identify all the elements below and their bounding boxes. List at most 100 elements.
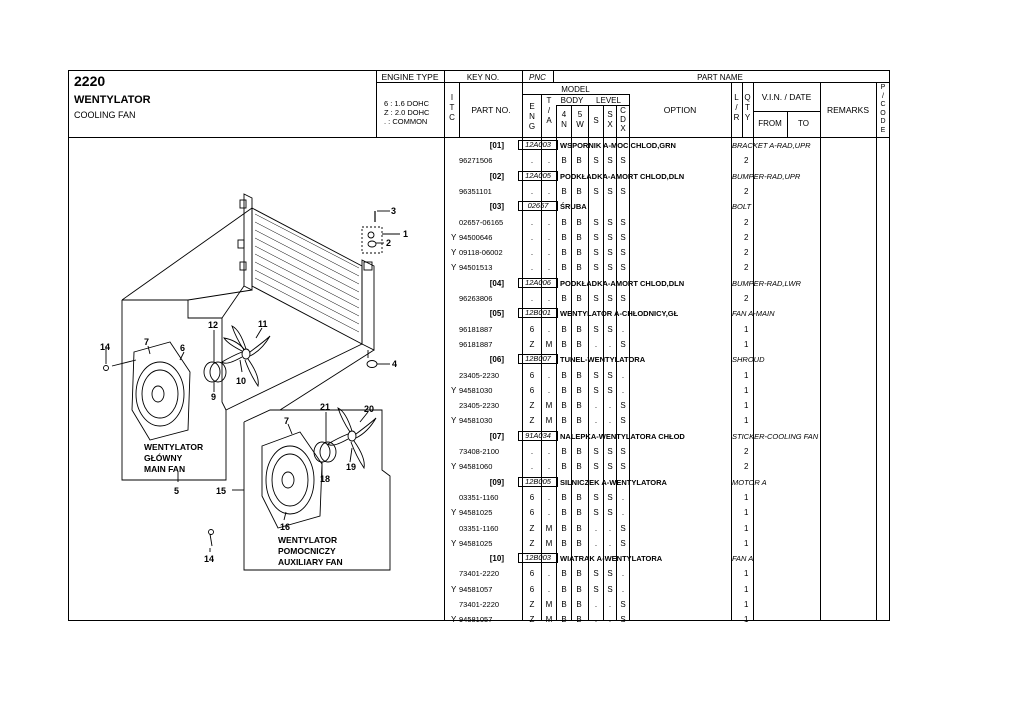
model-cell: .: [594, 401, 598, 411]
bumper-lower-part: [366, 360, 378, 368]
model-cell: S: [620, 248, 626, 258]
model-cell: S: [593, 385, 599, 395]
model-cell: .: [547, 584, 551, 594]
model-cell: S: [620, 294, 626, 303]
main-fan-box: [121, 299, 227, 481]
row-qty: 2: [744, 248, 749, 258]
model-cell: .: [530, 156, 534, 166]
divider: [787, 111, 788, 137]
part-number: 96271506: [459, 156, 493, 166]
model-cell: .: [594, 416, 598, 426]
model-cell: B: [561, 508, 567, 518]
model-cell: .: [621, 584, 625, 594]
model-cell: .: [547, 294, 551, 303]
row-qty: 1: [744, 523, 749, 533]
model-cell: B: [561, 600, 567, 609]
group-key: [02]: [489, 171, 504, 181]
callout: 15: [216, 486, 226, 496]
group-key: [04]: [489, 278, 504, 288]
row-itc: Y: [451, 232, 457, 242]
model-cell: M: [545, 615, 553, 625]
model-cell: S: [593, 569, 599, 579]
main-fan-label: GŁÓWNY: [144, 452, 183, 463]
model-cell: S: [620, 523, 626, 533]
callout-numbers: 1 2 3 4 5 6 7 9 10 11 12 14 15 16 7 18 1…: [100, 206, 408, 564]
model-cell: S: [607, 294, 613, 303]
col-ta: T/A: [546, 96, 552, 125]
row-itc: Y: [451, 584, 457, 594]
part-number: 94581030: [459, 385, 493, 395]
model-cell: B: [576, 538, 582, 548]
divider: [753, 111, 820, 112]
model-cell: S: [620, 263, 626, 273]
model-cell: .: [608, 523, 612, 533]
model-cell: 6: [529, 569, 535, 579]
main-blade-drawing: [221, 325, 271, 388]
model-cell: B: [576, 385, 582, 395]
callout: 7: [144, 337, 149, 347]
group-pnc: 12B001: [518, 308, 558, 319]
row-itc: Y: [451, 538, 457, 548]
model-cell: B: [561, 523, 567, 533]
group-key: [05]: [489, 309, 504, 319]
model-cell: S: [593, 232, 599, 242]
exploded-diagram: 1 2 3 4 5 6 7 9 10 11 12 14 15 16 7 18 1…: [100, 193, 408, 571]
model-cell: B: [561, 263, 567, 273]
model-cell: .: [608, 600, 612, 609]
row-itc: Y: [451, 508, 457, 518]
group-key: [07]: [489, 431, 504, 441]
model-cell: Z: [529, 416, 535, 426]
model-cell: B: [561, 186, 567, 196]
row-qty: 2: [744, 263, 749, 273]
part-number: 23405-2230: [459, 370, 500, 380]
model-cell: B: [576, 462, 582, 472]
row-itc: Y: [451, 615, 457, 625]
divider: [444, 82, 890, 83]
model-cell: .: [547, 508, 551, 518]
model-cell: S: [620, 447, 626, 456]
model-cell: .: [530, 217, 534, 227]
model-cell: B: [576, 248, 582, 258]
callout: 14: [204, 554, 214, 564]
model-cell: S: [620, 401, 626, 411]
model-cell: S: [593, 294, 599, 303]
model-cell: 6: [529, 584, 535, 594]
callout: 1: [403, 229, 408, 239]
model-cell: 6: [529, 370, 535, 380]
model-cell: .: [594, 523, 598, 533]
model-cell: .: [530, 248, 534, 258]
model-cell: .: [547, 569, 551, 579]
model-cell: S: [620, 232, 626, 242]
model-cell: .: [594, 600, 598, 609]
model-cell: .: [530, 186, 534, 196]
model-cell: B: [576, 584, 582, 594]
col-option: OPTION: [663, 105, 697, 115]
callout: 5: [174, 486, 179, 496]
row-qty: 1: [744, 538, 749, 548]
model-cell: M: [545, 416, 553, 426]
col-lr: L/R: [733, 93, 740, 122]
part-number: 96181887: [459, 339, 493, 349]
model-cell: .: [547, 462, 551, 472]
group-pnc: 12A003: [518, 140, 558, 150]
engine-line: 6 : 1.6 DOHC: [384, 99, 430, 108]
col-vin-date: V.I.N. / DATE: [761, 92, 812, 102]
model-cell: B: [561, 401, 567, 411]
model-cell: .: [547, 324, 551, 334]
group-name: NALEPKA-WENTYLATORA CHŁOD: [560, 431, 685, 441]
model-cell: .: [608, 615, 612, 625]
model-cell: B: [561, 615, 567, 625]
group-key: [03]: [489, 202, 504, 212]
row-qty: 2: [744, 447, 749, 456]
row-qty: 1: [744, 339, 749, 349]
part-number: 96181887: [459, 324, 493, 334]
bracket-detail-box: [361, 226, 383, 254]
model-cell: M: [545, 401, 553, 411]
row-qty: 1: [744, 600, 749, 609]
part-number: 94501513: [459, 263, 493, 273]
row-qty: 1: [744, 508, 749, 518]
aux-fan-label: POMOCNICZY: [278, 546, 336, 556]
callout: 12: [208, 320, 218, 330]
